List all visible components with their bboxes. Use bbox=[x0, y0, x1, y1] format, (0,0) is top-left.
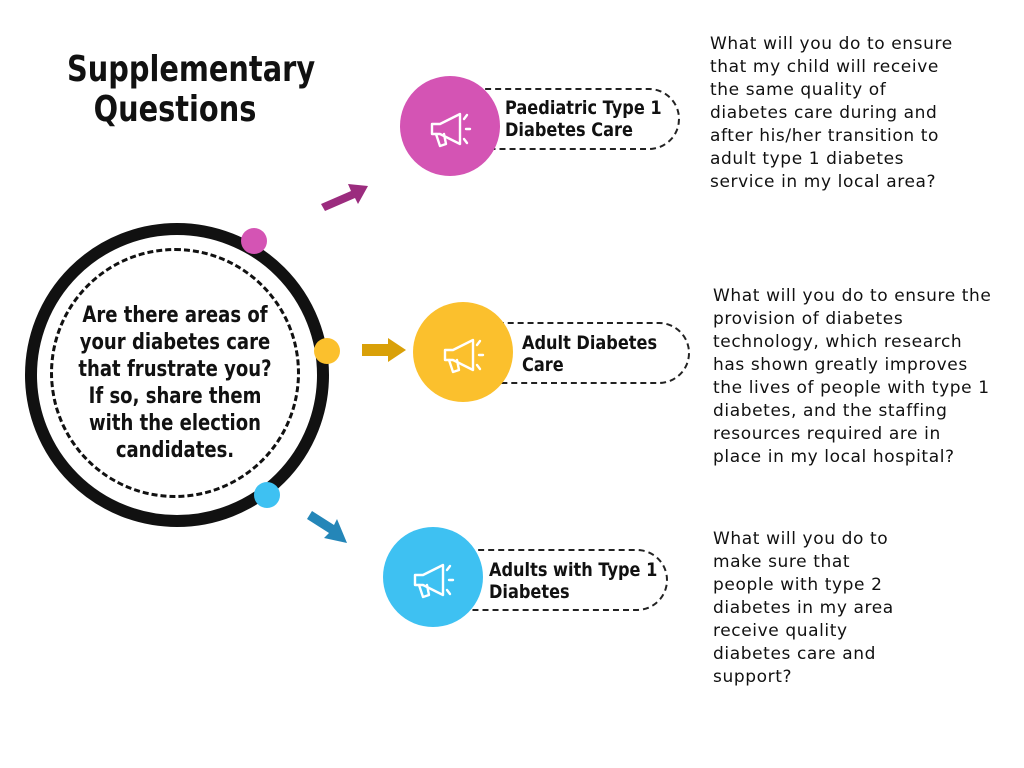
branch-label-pill bbox=[468, 322, 690, 384]
branch-question: What will you do to ensure the provision… bbox=[713, 285, 992, 469]
question-line: resources required are in bbox=[713, 424, 941, 444]
central-circle-dashed-ring bbox=[50, 248, 300, 498]
question-line: place in my local hospital? bbox=[713, 447, 955, 467]
branch-label-line: Diabetes Care bbox=[505, 119, 633, 141]
question-line: receive quality bbox=[713, 621, 848, 641]
question-line: What will you do to bbox=[713, 529, 889, 549]
magenta-dot bbox=[241, 228, 267, 254]
central-question-line: that frustrate you? bbox=[78, 357, 272, 382]
central-question-line: with the election bbox=[89, 411, 261, 436]
question-line: make sure that bbox=[713, 552, 851, 572]
question-line: people with type 2 bbox=[713, 575, 883, 595]
question-line: adult type 1 diabetes bbox=[710, 149, 905, 169]
question-line: has shown greatly improves bbox=[713, 355, 968, 375]
title-line: Questions bbox=[93, 89, 257, 130]
cyan-dot bbox=[254, 482, 280, 508]
question-line: the same quality of bbox=[710, 80, 887, 100]
question-line: service in my local area? bbox=[710, 172, 937, 192]
question-line: diabetes, and the staffing bbox=[713, 401, 948, 421]
megaphone-icon bbox=[443, 338, 485, 374]
branch-icon-circle bbox=[383, 527, 483, 627]
central-question-line: your diabetes care bbox=[79, 330, 271, 355]
question-line: technology, which research bbox=[713, 332, 963, 352]
megaphone-icon bbox=[413, 563, 455, 599]
question-line: provision of diabetes bbox=[713, 309, 904, 329]
branch-label: Adults with Type 1 Diabetes bbox=[489, 559, 657, 603]
branch-icon-circle bbox=[413, 302, 513, 402]
branch-label-pill bbox=[455, 88, 680, 150]
question-line: What will you do to ensure bbox=[710, 34, 953, 54]
branch-label: Paediatric Type 1 Diabetes Care bbox=[505, 97, 662, 141]
question-line: the lives of people with type 1 bbox=[713, 378, 990, 398]
arrow-down-right-icon bbox=[307, 511, 347, 543]
question-line: diabetes care and bbox=[713, 644, 876, 664]
branch-label-line: Diabetes bbox=[489, 581, 570, 603]
branch-label-line: Paediatric Type 1 bbox=[505, 97, 662, 119]
central-question-line: Are there areas of bbox=[82, 303, 268, 328]
central-question-line: If so, share them bbox=[88, 384, 262, 409]
central-question-line: candidates. bbox=[115, 438, 235, 463]
question-line: diabetes in my area bbox=[713, 598, 894, 618]
question-line: that my child will receive bbox=[710, 57, 939, 77]
question-line: What will you do to ensure the bbox=[713, 286, 992, 306]
question-line: after his/her transition to bbox=[710, 126, 939, 146]
page-title: Supplementary Questions bbox=[67, 49, 316, 130]
branch-question: What will you do to make sure that peopl… bbox=[713, 528, 894, 689]
question-line: diabetes care during and bbox=[710, 103, 938, 123]
branch-label-line: Care bbox=[522, 354, 564, 376]
yellow-dot bbox=[314, 338, 340, 364]
branch-icon-circle bbox=[400, 76, 500, 176]
arrow-right-icon bbox=[362, 338, 406, 362]
branch-label-line: Adult Diabetes bbox=[522, 332, 658, 354]
branch-question: What will you do to ensure that my child… bbox=[710, 33, 953, 194]
branch-label-line: Adults with Type 1 bbox=[489, 559, 658, 581]
megaphone-icon bbox=[430, 112, 472, 148]
central-question: Are there areas of your diabetes care th… bbox=[77, 302, 274, 464]
arrow-up-right-icon bbox=[321, 184, 368, 211]
branch-label-pill bbox=[438, 549, 668, 611]
title-line: Supplementary bbox=[67, 49, 316, 90]
question-line: support? bbox=[713, 667, 793, 687]
branch-label: Adult Diabetes Care bbox=[522, 332, 657, 376]
